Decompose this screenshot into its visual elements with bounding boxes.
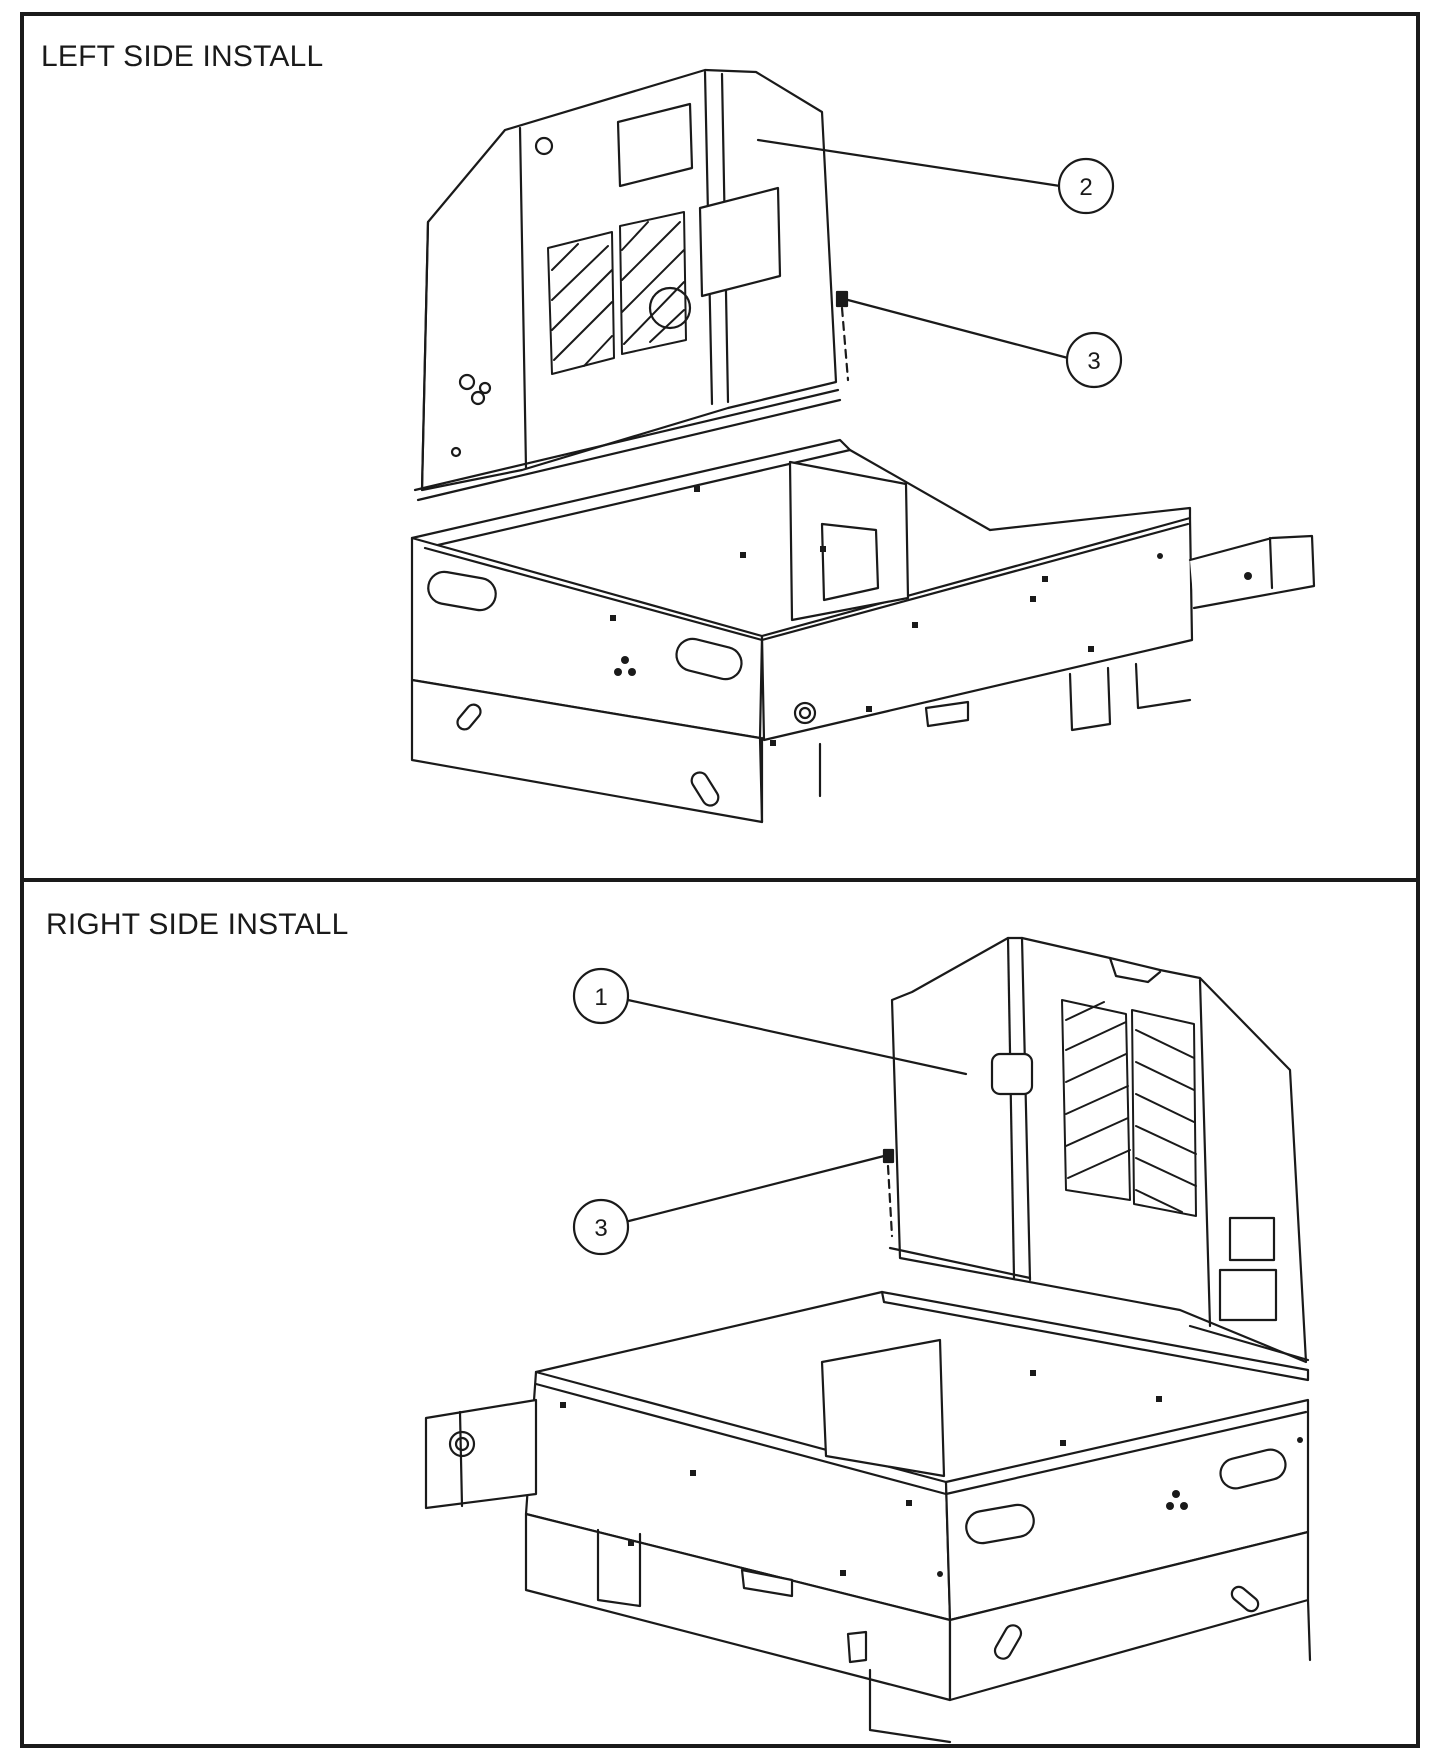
right-side-cover-panel [888,936,1310,1364]
left-base-frame [410,438,1316,824]
left-fastener [835,290,850,382]
left-side-install-title: LEFT SIDE INSTALL [41,40,324,73]
callout-1 [572,967,968,1076]
callout-3-bottom-label: 3 [594,1215,607,1242]
right-vent-grille [1061,999,1197,1217]
right-fastener [882,1148,895,1238]
panel-divider [20,878,1420,882]
callout-2 [756,138,1115,215]
callout-1-label: 1 [594,984,607,1011]
callout-3-top-label: 3 [1087,348,1100,375]
right-base-frame [424,1290,1312,1744]
callout-3-bottom [572,1154,886,1256]
left-side-cover-panel [413,68,842,502]
callout-3-top [846,298,1123,389]
left-vent-grille [547,211,687,375]
callout-2-label: 2 [1079,174,1092,201]
right-side-install-title: RIGHT SIDE INSTALL [46,908,349,941]
